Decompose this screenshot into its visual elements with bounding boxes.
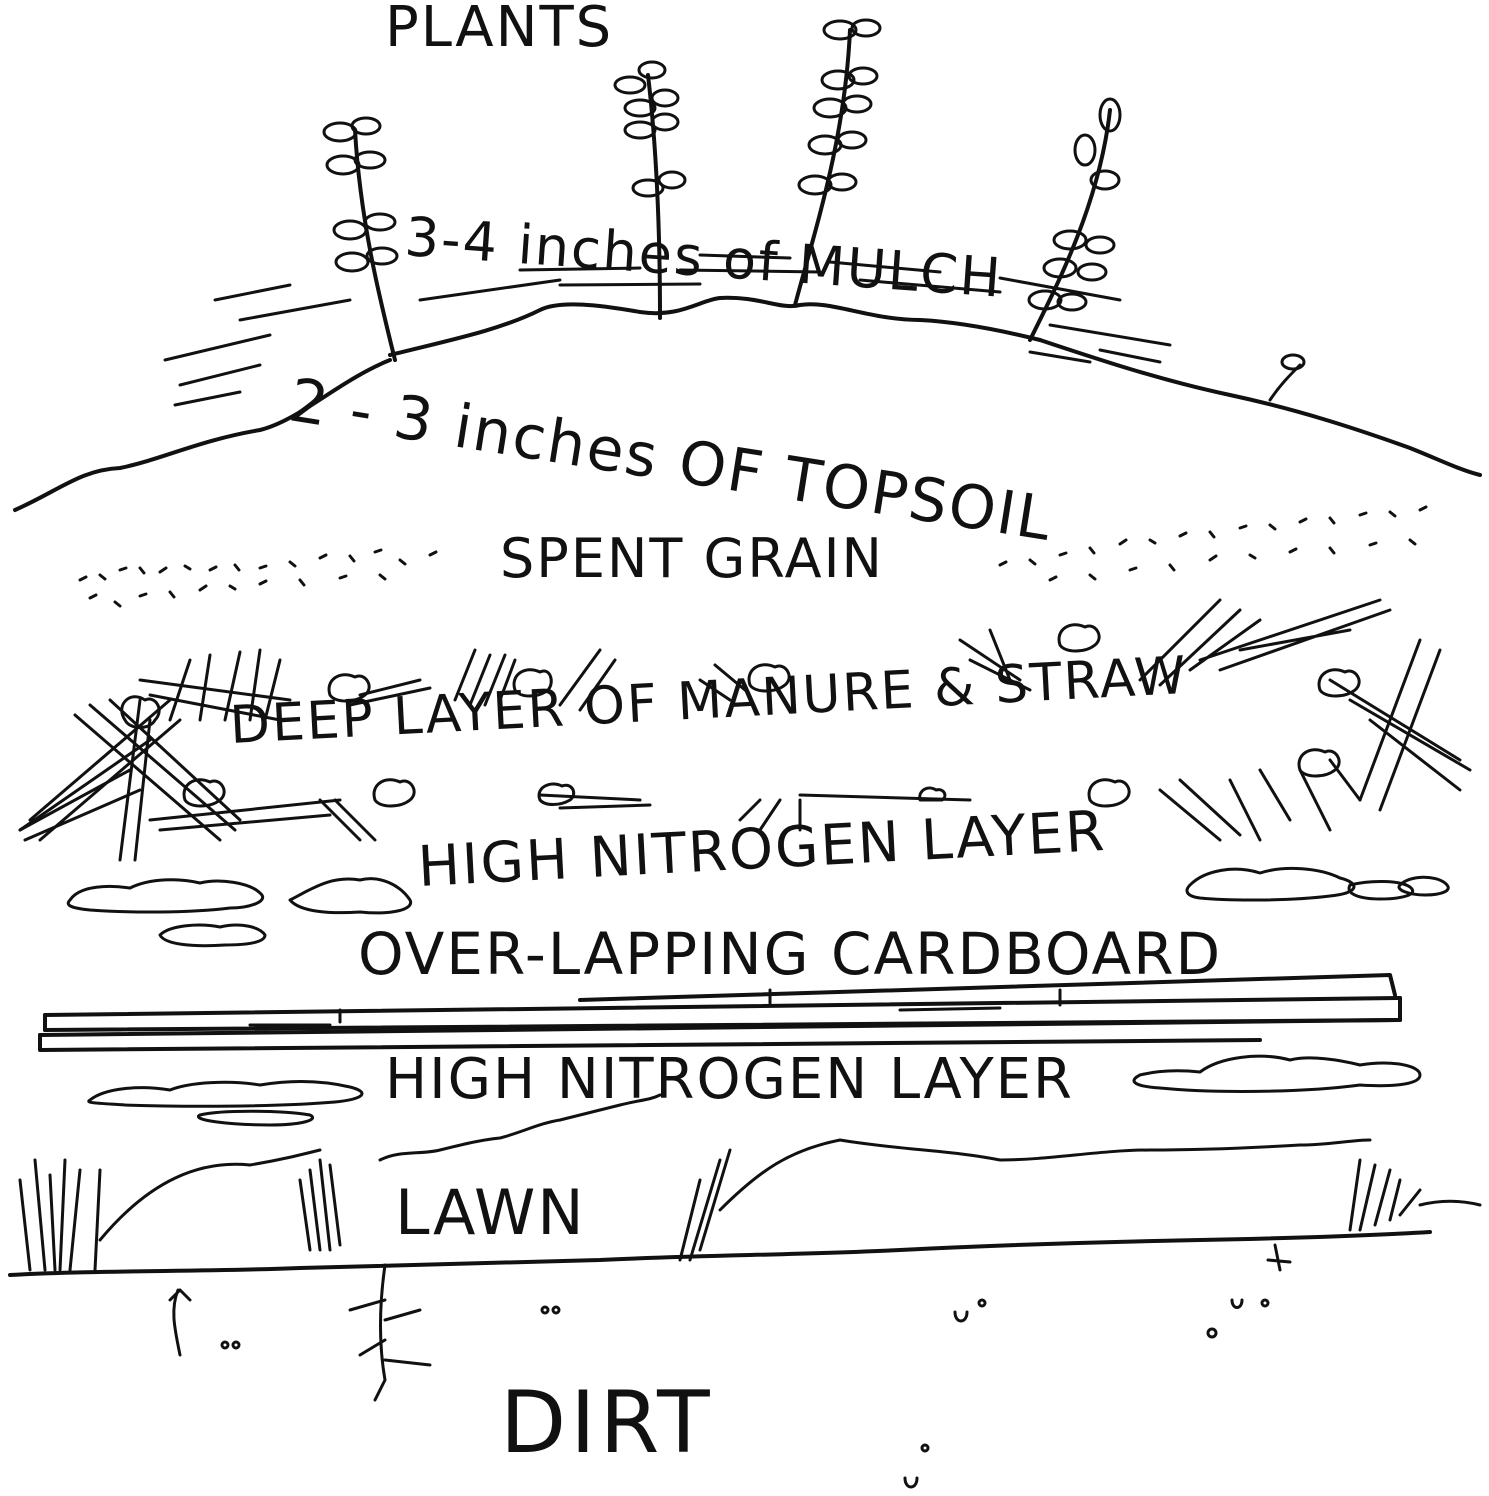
plant-1	[324, 118, 397, 360]
plant-4	[1029, 99, 1120, 340]
label-cardboard: OVER-LAPPING CARDBOARD	[358, 925, 1222, 983]
label-dirt: DIRT	[500, 1380, 714, 1466]
topsoil-mound-right	[1040, 340, 1480, 475]
label-spent-grain: SPENT GRAIN	[500, 532, 884, 586]
sprout-small	[1270, 355, 1304, 400]
label-plants: PLANTS	[385, 0, 613, 56]
topsoil-mound-top	[390, 298, 1040, 355]
label-high-nitrogen-lower: HIGH NITROGEN LAYER	[385, 1052, 1074, 1108]
dirt-details	[170, 1245, 1290, 1487]
lawn-grass	[20, 1095, 1480, 1270]
ground-line	[10, 1232, 1430, 1275]
label-lawn: LAWN	[395, 1182, 586, 1244]
